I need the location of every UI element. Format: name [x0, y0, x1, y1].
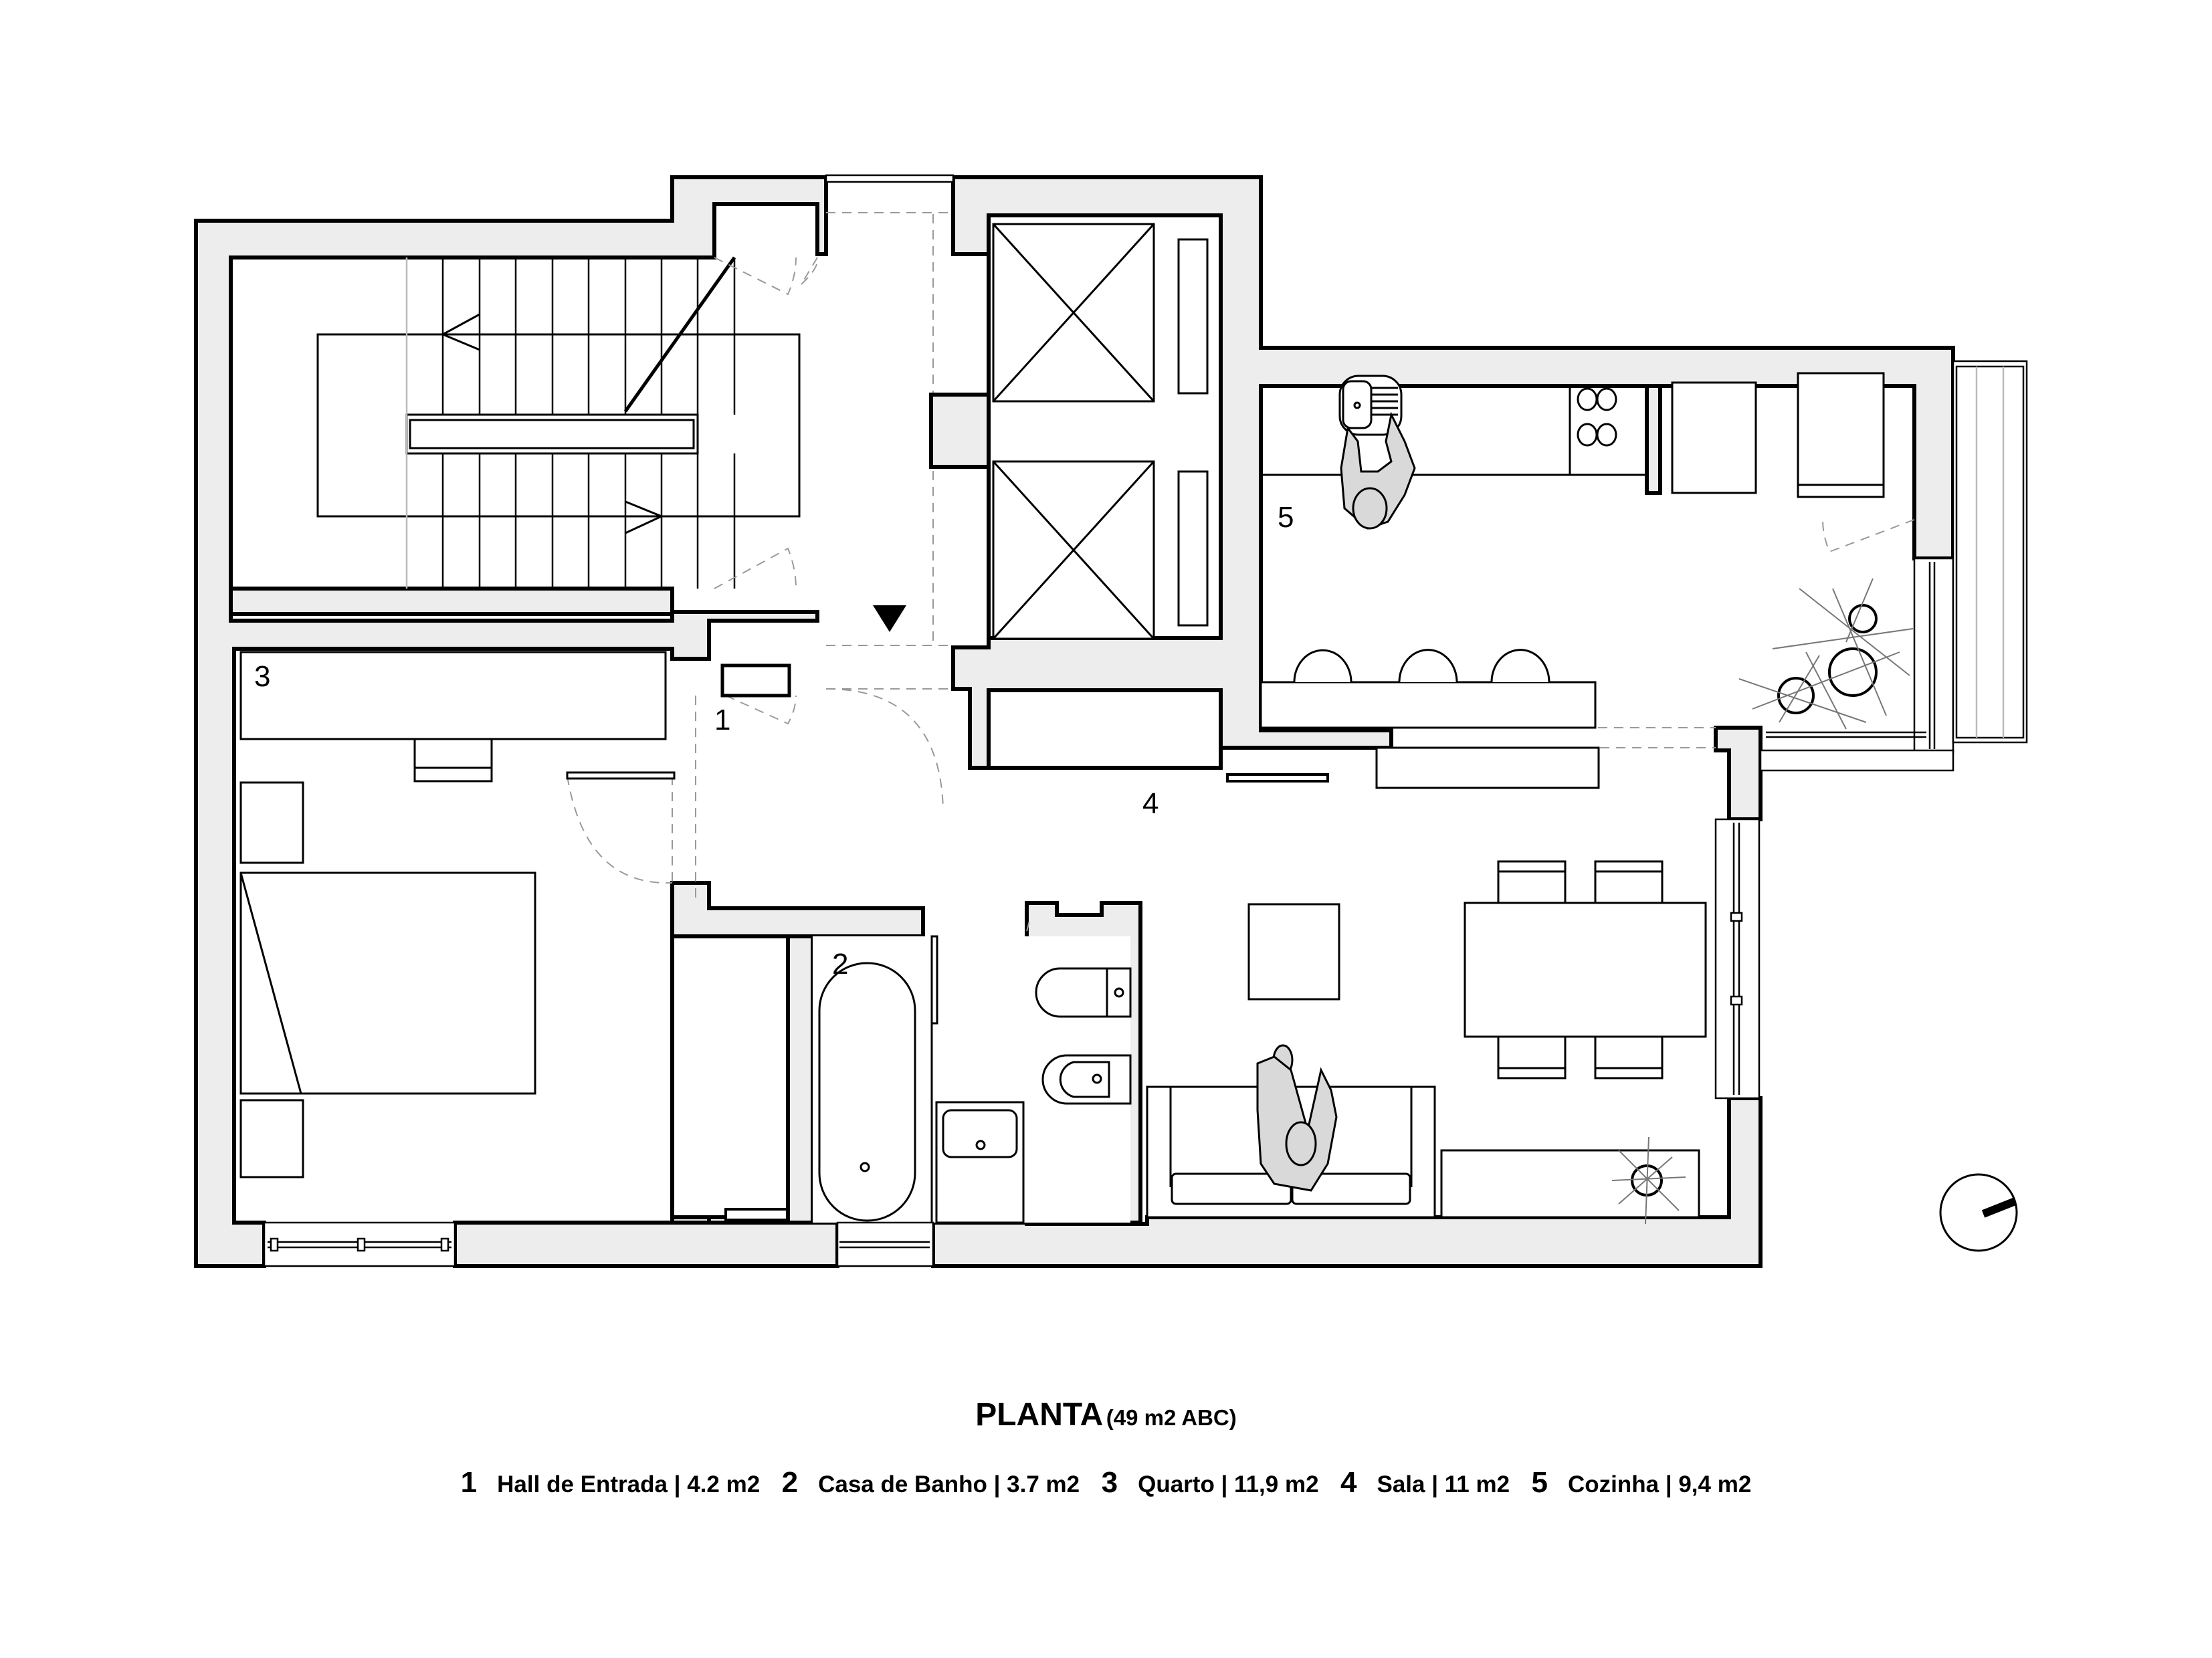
legend-text: Casa de Banho | 3.7 m2 — [818, 1471, 1080, 1497]
wall-stair-bottom — [229, 587, 674, 616]
legend-item-hall: 1 Hall de Entrada | 4.2 m2 — [461, 1466, 760, 1499]
stool-2 — [1398, 649, 1458, 683]
room-label-2: 2 — [832, 948, 849, 980]
island — [1260, 681, 1597, 729]
tall-cabinet — [1797, 372, 1885, 498]
room-label-3: 3 — [254, 660, 271, 693]
person-on-sofa-icon — [1256, 1044, 1338, 1192]
legend-num: 5 — [1531, 1466, 1548, 1499]
room-legend: 1 Hall de Entrada | 4.2 m2 2 Casa de Banho… — [0, 1466, 2212, 1499]
legend-text: Hall de Entrada | 4.2 m2 — [497, 1471, 761, 1497]
coffee-table — [1247, 903, 1340, 1001]
person-at-sink-icon — [1340, 411, 1416, 530]
legend-item-bedroom: 3 Quarto | 11,9 m2 — [1102, 1466, 1319, 1499]
windows — [263, 174, 2028, 1267]
north-arrow-icon — [1939, 1173, 2018, 1252]
stair-arrow-down — [625, 500, 664, 534]
room-label-1: 1 — [714, 704, 731, 736]
wall-bottom-mid — [453, 1221, 839, 1268]
sink-basin — [942, 1109, 1018, 1158]
bathroom-fixtures — [813, 935, 1132, 1224]
plant-icons — [1611, 578, 1914, 1225]
legend-text: Cozinha | 9,4 m2 — [1568, 1471, 1752, 1497]
wardrobe — [239, 651, 667, 740]
stair-arrow-up — [440, 313, 480, 351]
wall-right-pier — [1714, 726, 1763, 821]
legend-text: Quarto | 11,9 m2 — [1138, 1471, 1319, 1497]
kitchen-fixtures — [1226, 372, 1885, 789]
legend-num: 1 — [460, 1466, 478, 1499]
hall-closet — [987, 688, 1223, 770]
wall-bottom-right — [931, 901, 1763, 1268]
wall-bath-left — [786, 934, 815, 1225]
nightstand-bottom — [239, 1099, 304, 1178]
desk — [413, 738, 493, 783]
sofa-cushion-left — [1171, 1172, 1292, 1205]
chair-top-right — [1594, 860, 1664, 904]
wall-kitchen-nook — [1645, 384, 1662, 495]
radiator — [1226, 773, 1329, 783]
sideboard — [1440, 1149, 1700, 1219]
plan-title-area: (49 m2 ABC) — [1106, 1405, 1237, 1430]
plan-title: PLANTA (49 m2 ABC) — [0, 1396, 2212, 1433]
nightstand-top — [239, 781, 304, 864]
chair-top-left — [1497, 860, 1567, 904]
shower-screen — [930, 935, 938, 1025]
room-label-5: 5 — [1278, 501, 1294, 534]
chair-bottom-right — [1594, 1035, 1664, 1079]
chair-bottom-left — [1497, 1035, 1567, 1079]
plan-title-main: PLANTA — [975, 1397, 1104, 1433]
legend-item-bathroom: 2 Casa de Banho | 3.7 m2 — [782, 1466, 1080, 1499]
stool-3 — [1490, 649, 1550, 683]
fridge — [1671, 381, 1757, 494]
lift-shafts — [929, 213, 1223, 640]
legend-item-living: 4 Sala | 11 m2 — [1340, 1466, 1510, 1499]
bathtub-outline — [818, 962, 916, 1222]
bedroom-door-leaf — [566, 771, 676, 780]
legend-text: Sala | 11 m2 — [1377, 1471, 1510, 1497]
bedroom-furniture — [239, 651, 676, 1178]
sofa-cushion-right — [1291, 1172, 1411, 1205]
legend-num: 4 — [1340, 1466, 1357, 1499]
legend-item-kitchen: 5 Cozinha | 9,4 m2 — [1532, 1466, 1752, 1499]
living-furniture — [1146, 860, 1707, 1219]
legend-num: 2 — [781, 1466, 799, 1499]
room-label-4: 4 — [1142, 787, 1159, 820]
stool-1 — [1293, 649, 1352, 683]
hall-shelf — [720, 663, 791, 698]
bed — [239, 871, 536, 1095]
legend-num: 3 — [1101, 1466, 1118, 1499]
hall-wardrobe — [670, 934, 790, 1221]
entrance-arrow-icon — [873, 605, 906, 632]
cooktop — [1577, 387, 1617, 447]
staircase — [316, 256, 801, 589]
dishwasher — [1375, 746, 1600, 789]
dining-table — [1464, 902, 1707, 1038]
stair-treads — [405, 257, 736, 589]
stair-cut-line — [623, 256, 736, 413]
